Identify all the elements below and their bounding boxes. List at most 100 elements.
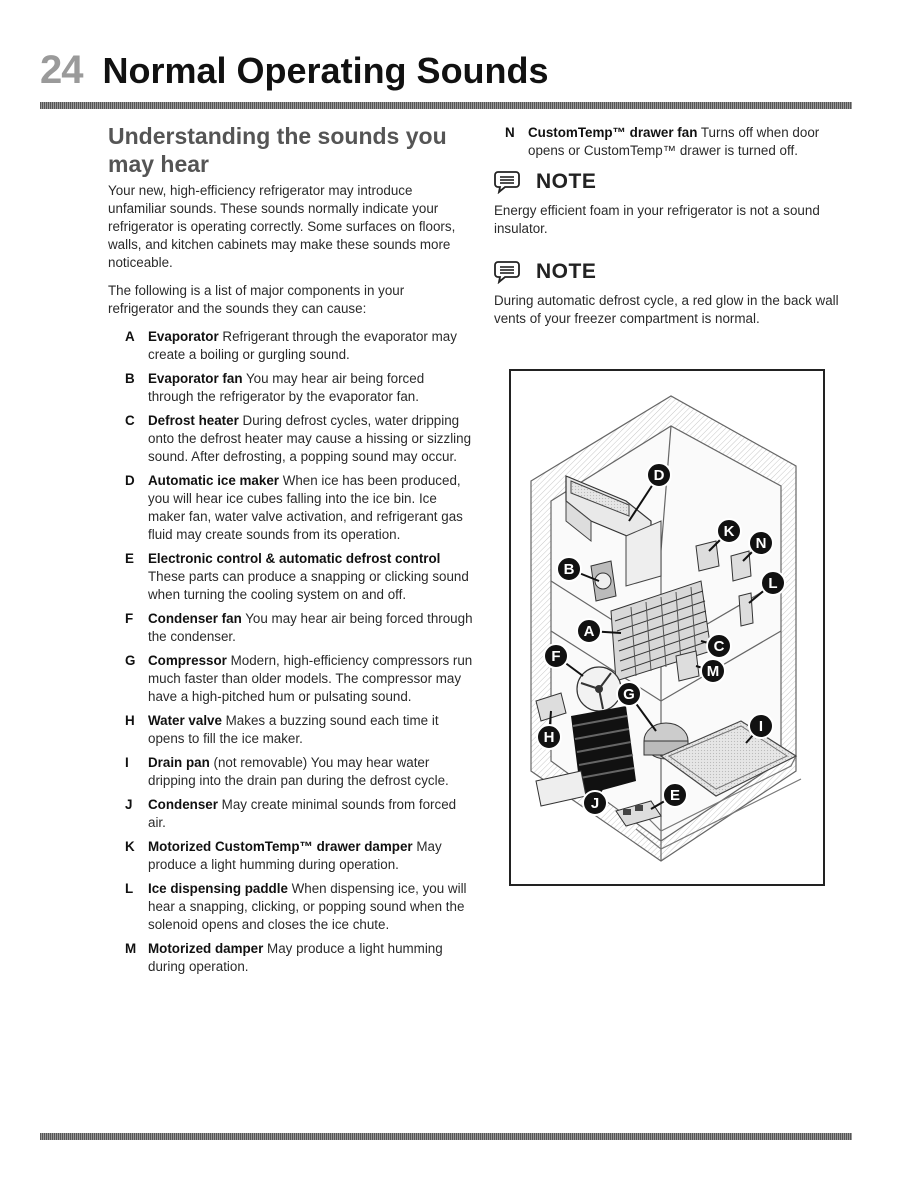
component-item-n: N CustomTemp™ drawer fan Turns off when d… xyxy=(494,124,844,160)
callout-n: N xyxy=(742,530,774,562)
component-item-c: C Defrost heater During defrost cycles, w… xyxy=(108,412,473,466)
callout-f: F xyxy=(543,643,584,677)
item-text: May create minimal sounds from forced ai… xyxy=(148,797,457,830)
item-term: CustomTemp™ drawer fan xyxy=(528,125,698,140)
callout-j: J xyxy=(582,780,608,816)
item-term: Compressor xyxy=(148,653,227,668)
component-item-e: E Electronic control & automatic defrost … xyxy=(108,550,473,604)
svg-text:J: J xyxy=(591,795,599,812)
item-term: Ice dispensing paddle xyxy=(148,881,288,896)
svg-text:I: I xyxy=(759,718,763,735)
callout-d: D xyxy=(628,462,672,522)
svg-text:H: H xyxy=(544,729,555,746)
callout-h: H xyxy=(536,710,562,750)
item-letter: J xyxy=(125,797,133,812)
item-text: When dispensing ice, you will hear a sna… xyxy=(148,881,467,932)
section-heading: Understanding the sounds you may hear xyxy=(108,123,447,177)
page-title: Normal Operating Sounds xyxy=(102,50,549,91)
drain-pan xyxy=(659,720,798,797)
item-text: May produce a light humming during opera… xyxy=(148,839,442,872)
note-heading: NOTE xyxy=(494,260,844,284)
component-item-f: F Condenser fan You may hear air being fo… xyxy=(108,610,473,646)
svg-text:B: B xyxy=(564,561,575,578)
item-term: Defrost heater xyxy=(148,413,239,428)
item-text: These parts can produce a snapping or cl… xyxy=(148,569,469,602)
item-term: Evaporator fan xyxy=(148,371,243,386)
note-text: Energy efficient foam in your refrigerat… xyxy=(494,203,820,236)
callout-g: G xyxy=(616,681,657,732)
component-item-m: M Motorized damper May produce a light hu… xyxy=(108,940,473,976)
intro-paragraph: Your new, high-efficiency refrigerator m… xyxy=(108,183,456,270)
item-letter: A xyxy=(125,329,135,344)
item-letter: N xyxy=(505,125,515,140)
callout-m: M xyxy=(695,658,726,684)
item-term: Electronic control & automatic defrost c… xyxy=(148,551,441,566)
item-text: You may hear air being forced through th… xyxy=(148,611,473,644)
item-text: Modern, high-efficiency compressors run … xyxy=(148,653,473,704)
svg-text:A: A xyxy=(584,623,595,640)
condenser-coil xyxy=(571,706,636,796)
evaporator-fan xyxy=(590,560,617,602)
item-letter: D xyxy=(125,473,135,488)
item-term: Motorized CustomTemp™ drawer damper xyxy=(148,839,413,854)
item-letter: H xyxy=(125,713,135,728)
item-term: Evaporator xyxy=(148,329,219,344)
note-heading: NOTE xyxy=(494,170,844,194)
component-item-a: A Evaporator Refrigerant through the evap… xyxy=(108,328,473,364)
svg-text:E: E xyxy=(670,787,680,804)
item-letter: E xyxy=(125,551,134,566)
component-item-k: K Motorized CustomTemp™ drawer damper May… xyxy=(108,838,473,874)
note-icon xyxy=(494,261,520,284)
item-text: When ice has been produced, you will hea… xyxy=(148,473,463,542)
item-term: Condenser xyxy=(148,797,218,812)
item-text: Refrigerant through the evaporator may c… xyxy=(148,329,457,362)
left-column: Understanding the sounds you may hear Yo… xyxy=(108,122,473,982)
callout-k: K xyxy=(708,518,742,552)
note-label: NOTE xyxy=(536,260,597,283)
item-letter: B xyxy=(125,371,135,386)
control-box xyxy=(615,800,662,827)
item-letter: K xyxy=(125,839,135,854)
item-term: Drain pan xyxy=(148,755,210,770)
item-letter: C xyxy=(125,413,135,428)
item-letter: L xyxy=(125,881,134,896)
item-letter: G xyxy=(125,653,136,668)
item-text: May produce a light humming during opera… xyxy=(148,941,443,974)
ice-maker xyxy=(565,475,662,587)
item-text: (not removable) You may hear water dripp… xyxy=(148,755,449,788)
page-number: 24 xyxy=(40,48,83,92)
right-column: N CustomTemp™ drawer fan Turns off when d… xyxy=(494,124,844,328)
note-label: NOTE xyxy=(536,170,597,193)
callout-l: L xyxy=(748,570,786,604)
svg-text:L: L xyxy=(768,575,777,592)
item-letter: F xyxy=(125,611,134,626)
item-text: Makes a buzzing sound each time it opens… xyxy=(148,713,439,746)
footer-rule xyxy=(40,1133,852,1140)
svg-text:N: N xyxy=(756,535,767,552)
item-letter: I xyxy=(125,755,129,770)
item-text: During defrost cycles, water dripping on… xyxy=(148,413,472,464)
item-letter: M xyxy=(125,941,137,956)
note-icon xyxy=(494,171,520,194)
component-list: A Evaporator Refrigerant through the evap… xyxy=(108,328,473,976)
refrigerator-diagram: D K N B L A C F M G I H E J xyxy=(509,369,825,886)
component-item-l: L Ice dispensing paddle When dispensing i… xyxy=(108,880,473,934)
callout-c: C xyxy=(700,633,732,659)
callout-b: B xyxy=(556,556,600,582)
refrigerator-illustration: D K N B L A C F M G I H E J xyxy=(530,395,802,862)
svg-text:M: M xyxy=(707,663,720,680)
item-term: Motorized damper xyxy=(148,941,264,956)
item-text: Turns off when door opens or CustomTemp™… xyxy=(528,125,820,158)
callout-group: D K N B L A C F M G I H E J xyxy=(536,462,786,816)
component-item-j: J Condenser May create minimal sounds fro… xyxy=(108,796,473,832)
item-term: Condenser fan xyxy=(148,611,242,626)
item-term: Automatic ice maker xyxy=(148,473,279,488)
list-intro-paragraph: The following is a list of major compone… xyxy=(108,283,405,316)
callout-a: A xyxy=(576,618,622,644)
component-item-d: D Automatic ice maker When ice has been p… xyxy=(108,472,473,544)
page-header: 24 Normal Operating Sounds xyxy=(40,48,549,98)
svg-text:C: C xyxy=(714,638,725,655)
condenser-fan xyxy=(576,666,622,712)
